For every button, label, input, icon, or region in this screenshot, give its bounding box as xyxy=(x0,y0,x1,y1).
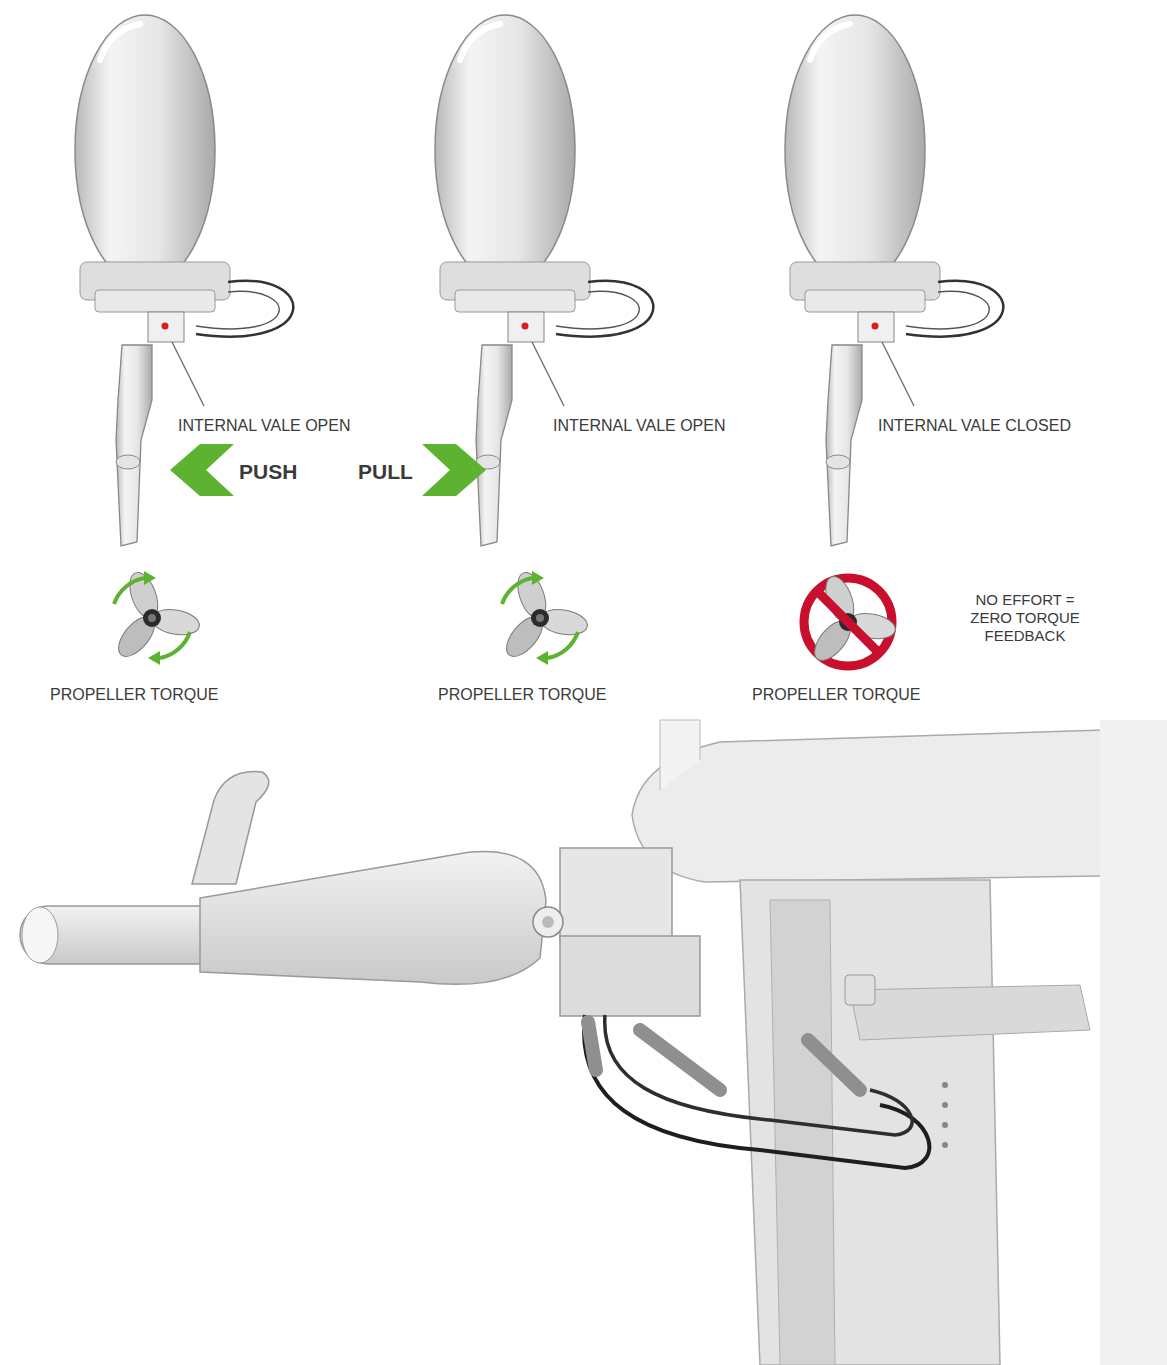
direction-label: PUSH xyxy=(239,459,297,484)
callout-label: INTERNAL VALE OPEN xyxy=(553,416,726,435)
tiller-illustration xyxy=(20,720,1167,1365)
callout-label: PROPELLER TORQUE xyxy=(50,685,218,704)
propeller-icon xyxy=(500,569,589,665)
outboard-motor xyxy=(785,15,1003,546)
push-arrow xyxy=(170,444,234,496)
propeller-icon xyxy=(112,569,201,665)
pull-arrow xyxy=(422,444,486,496)
callout-label: NO EFFORT = ZERO TORQUE FEEDBACK xyxy=(960,591,1090,645)
callout-label: PROPELLER TORQUE xyxy=(752,685,920,704)
no-torque-sign xyxy=(804,573,897,667)
callout-label: INTERNAL VALE CLOSED xyxy=(878,416,1071,435)
callout-label: INTERNAL VALE OPEN xyxy=(178,416,351,435)
direction-label: PULL xyxy=(358,459,413,484)
callout-label: PROPELLER TORQUE xyxy=(438,685,606,704)
